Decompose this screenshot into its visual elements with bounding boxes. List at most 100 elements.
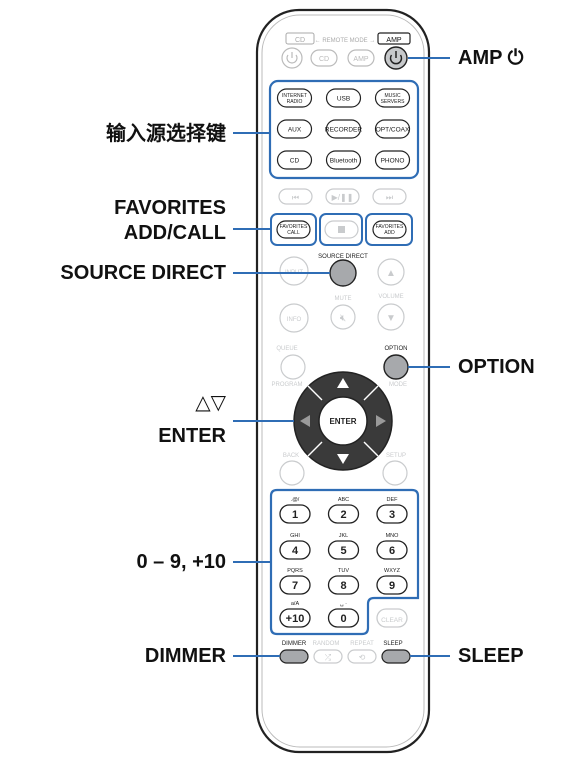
favorites-add-button[interactable]: [372, 220, 407, 239]
source-button-label: PHONO: [381, 158, 405, 165]
input-button[interactable]: [279, 256, 309, 286]
source-label-line: RADIO: [287, 99, 303, 105]
numpad-key-3[interactable]: [376, 504, 408, 524]
skip-forward-button[interactable]: [372, 188, 407, 205]
repeat-button[interactable]: [347, 649, 377, 664]
source-button-phono[interactable]: [374, 150, 411, 170]
cd-mode-tab[interactable]: [285, 32, 315, 45]
skip-back-icon: ⏮: [292, 193, 299, 202]
numpad: .@/1ABC2DEF3GHI4JKL5MNO6PQRS7TUV8WXYZ9a/…: [279, 497, 408, 628]
amp-power-callout: AMP ⏻: [458, 47, 524, 69]
right-arrow-icon[interactable]: [376, 415, 386, 427]
up-arrow-icon[interactable]: [337, 378, 349, 388]
numpad-key-0[interactable]: [327, 608, 360, 628]
source-button-music-servers[interactable]: [374, 88, 411, 108]
favorites-call-line1: FAVORITES: [280, 224, 308, 230]
remote-mode-label: ← REMOTE MODE →: [315, 38, 376, 44]
source-button-opt-coax[interactable]: [374, 119, 411, 139]
numpad-key-5[interactable]: [327, 540, 360, 560]
cd-source-button[interactable]: [310, 49, 338, 67]
source-button-label: RECORDER: [325, 127, 363, 134]
numpad-key-1[interactable]: [279, 504, 311, 524]
mode-label: MODE: [389, 382, 407, 388]
favorites-add-line1: FAVORITES: [376, 224, 404, 230]
random-label: RANDOM: [313, 641, 340, 647]
queue-label: QUEUE: [276, 346, 297, 352]
info-label: INFO: [287, 317, 302, 323]
numbers-callout: 0 – 9, +10: [136, 551, 226, 573]
back-label: BACK: [283, 453, 299, 459]
numpad-frame: [269, 488, 420, 636]
numpad-key-clear[interactable]: [376, 608, 408, 628]
numpad-sub-label: TUV: [338, 568, 349, 574]
dimmer-button[interactable]: [279, 649, 309, 664]
source-button-label: AUX: [288, 127, 302, 134]
source-direct-button[interactable]: [329, 259, 357, 287]
numpad-sub-label: JKL: [339, 533, 348, 539]
numpad-key-label: 7: [292, 580, 298, 592]
setup-button[interactable]: [382, 460, 408, 486]
numpad-key-label: 3: [389, 509, 395, 521]
amp-mode-tab[interactable]: [377, 32, 411, 45]
source-button-label: CD: [290, 158, 300, 165]
source-button-bluetooth[interactable]: [325, 150, 362, 170]
numpad-sub-label: GHI: [290, 533, 300, 539]
random-button[interactable]: [313, 649, 343, 664]
queue-button[interactable]: [280, 354, 306, 380]
amp-mode-tab-label: AMP: [386, 37, 402, 44]
info-button[interactable]: [279, 303, 309, 333]
repeat-icon: ⟲: [359, 653, 366, 662]
favorites-add-line2: ADD: [384, 230, 395, 236]
numpad-key-2[interactable]: [327, 504, 360, 524]
repeat-label: REPEAT: [350, 641, 374, 647]
mute-label: MUTE: [335, 296, 352, 302]
numpad-key-7[interactable]: [279, 575, 311, 595]
numpad-key-9[interactable]: [376, 575, 408, 595]
favorites-callout-line1: FAVORITES: [114, 197, 226, 219]
amp-source-button[interactable]: [347, 49, 375, 67]
sleep-button[interactable]: [381, 649, 411, 664]
left-arrow-icon[interactable]: [300, 415, 310, 427]
numpad-key-plus10[interactable]: [279, 608, 311, 628]
down-arrow-icon[interactable]: [337, 454, 349, 464]
volume-down-button[interactable]: [377, 303, 405, 331]
enter-label: ENTER: [329, 417, 356, 426]
numpad-key-label: 5: [340, 545, 346, 557]
source-button-label: Bluetooth: [330, 158, 358, 165]
numpad-sub-label: WXYZ: [384, 568, 401, 574]
volume-down-icon: ▼: [386, 313, 396, 324]
enter-button[interactable]: [318, 396, 368, 446]
numpad-sub-label: MNO: [386, 533, 400, 539]
numpad-sub-label: DEF: [387, 497, 399, 503]
source-button-label: OPT/COAX: [376, 127, 410, 134]
remote-inner-edge: [261, 14, 425, 748]
skip-back-button[interactable]: [278, 188, 313, 205]
mute-button[interactable]: [330, 304, 356, 330]
source-button-recorder[interactable]: [325, 119, 362, 139]
numpad-key-label: 6: [389, 545, 395, 557]
stop-icon: [338, 226, 345, 233]
source-button-usb[interactable]: [325, 88, 362, 108]
numpad-key-4[interactable]: [279, 540, 311, 560]
play-pause-button[interactable]: [325, 188, 360, 205]
numpad-key-6[interactable]: [376, 540, 408, 560]
favorites-call-button[interactable]: [276, 220, 311, 239]
numpad-key-8[interactable]: [327, 575, 360, 595]
numpad-key-label: 9: [389, 580, 395, 592]
cursor-arrows-callout: △▽: [195, 390, 226, 414]
numpad-sub-label: a/A: [291, 601, 300, 607]
source-direct-callout: SOURCE DIRECT: [60, 262, 226, 284]
input-source-frame: [268, 79, 420, 180]
option-button[interactable]: [383, 354, 409, 380]
source-button-aux[interactable]: [276, 119, 313, 139]
stop-frame: [319, 213, 363, 246]
numpad-key-label: 0: [340, 613, 346, 625]
back-button[interactable]: [279, 460, 305, 486]
power-icon: [389, 54, 403, 65]
source-button-cd[interactable]: [276, 150, 313, 170]
source-button-internet-radio[interactable]: [276, 88, 313, 108]
volume-up-button[interactable]: [377, 258, 405, 286]
